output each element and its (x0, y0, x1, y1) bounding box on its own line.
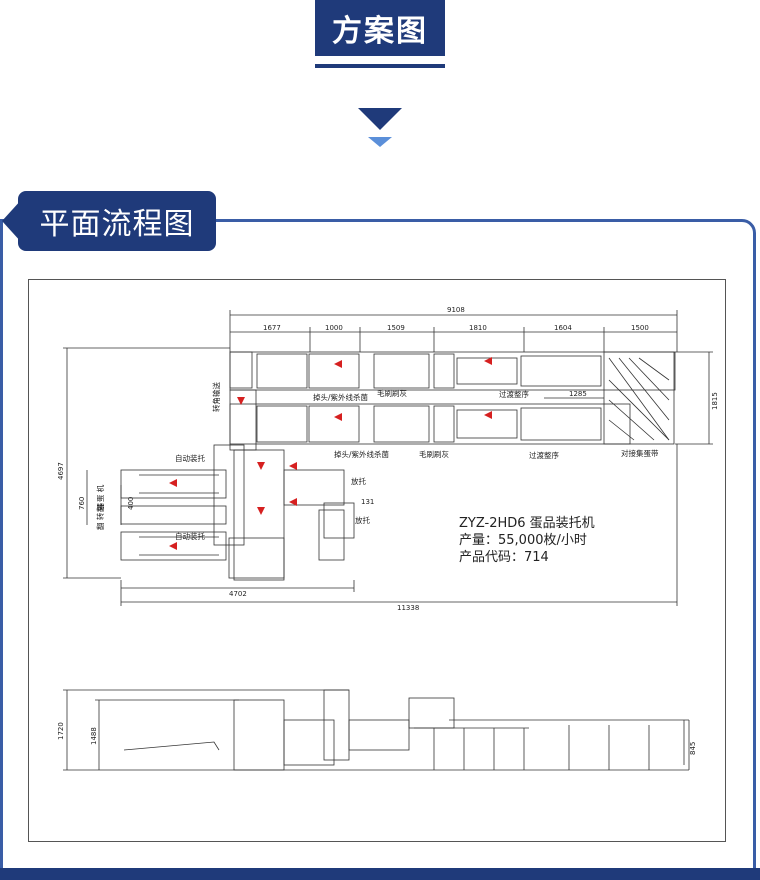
label-auto-tray-bottom: 自动装托 (175, 531, 205, 541)
dim-seg2: 1000 (325, 324, 343, 332)
flow-arrows (169, 357, 492, 550)
label-brush-top: 毛刷刷灰 (377, 388, 407, 398)
down-arrow-accent-icon (368, 137, 392, 147)
label-transition-bottom: 过渡整序 (529, 450, 559, 460)
chevron-left-icon (2, 199, 22, 243)
machine-output: 产量：55,000枚/小时 (459, 533, 587, 548)
dim-seg5: 1604 (554, 324, 572, 332)
dim-131: 131 (361, 498, 374, 506)
label-uv-top: 掉头/紫外线杀菌 (313, 392, 369, 402)
dim-seg6: 1500 (631, 324, 649, 332)
dim-bottom-4702: 4702 (229, 590, 247, 598)
dim-bottom-11338: 11338 (397, 604, 419, 612)
label-place-tray-top: 放托 (351, 476, 366, 486)
dim-left-height: 4697 (57, 462, 65, 480)
dim-left-760: 760 (78, 497, 86, 510)
down-arrow-icon (358, 108, 402, 130)
label-turn-conveyor: 转角输送 (211, 382, 221, 412)
label-collect-belt: 对接集蛋带 (621, 448, 659, 458)
label-uv-bottom: 掉头/紫外线杀菌 (334, 449, 390, 459)
title-underline (315, 64, 445, 68)
panel-bottom-bar (0, 868, 760, 880)
layout-drawing: 9108 1677 1000 1509 1810 1604 1500 1815 … (28, 279, 726, 842)
label-auto-tray-top: 自动装托 (175, 453, 205, 463)
machine-model: ZYZ-2HD6 蛋品装托机 (459, 516, 595, 531)
dim-seg3: 1509 (387, 324, 405, 332)
dim-seg4: 1810 (469, 324, 487, 332)
label-side-top: 翻 蛋 机 (95, 484, 105, 512)
label-side-bottom: 翻 转 器 (95, 502, 105, 530)
label-place-tray-bottom: 放托 (355, 515, 370, 525)
machine-code: 产品代码：714 (459, 550, 549, 565)
dim-elev-1720: 1720 (57, 722, 65, 740)
label-brush-bottom: 毛刷刷灰 (419, 449, 449, 459)
dim-elev-845: 845 (689, 742, 697, 755)
dim-sub-1285: 1285 (569, 390, 587, 398)
section-title: 平面流程图 (18, 191, 216, 251)
dim-elev-1488: 1488 (90, 727, 98, 745)
drawing-svg: 9108 1677 1000 1509 1810 1604 1500 1815 … (57, 306, 719, 771)
page-title: 方案图 (315, 0, 445, 56)
dim-seg1: 1677 (263, 324, 281, 332)
dim-total-top: 9108 (447, 306, 465, 314)
label-transition-top: 过渡整序 (499, 389, 529, 399)
dim-left-400: 400 (127, 497, 135, 510)
machine-info: ZYZ-2HD6 蛋品装托机 产量：55,000枚/小时 产品代码：714 (459, 515, 595, 566)
dim-right-height: 1815 (711, 392, 719, 410)
